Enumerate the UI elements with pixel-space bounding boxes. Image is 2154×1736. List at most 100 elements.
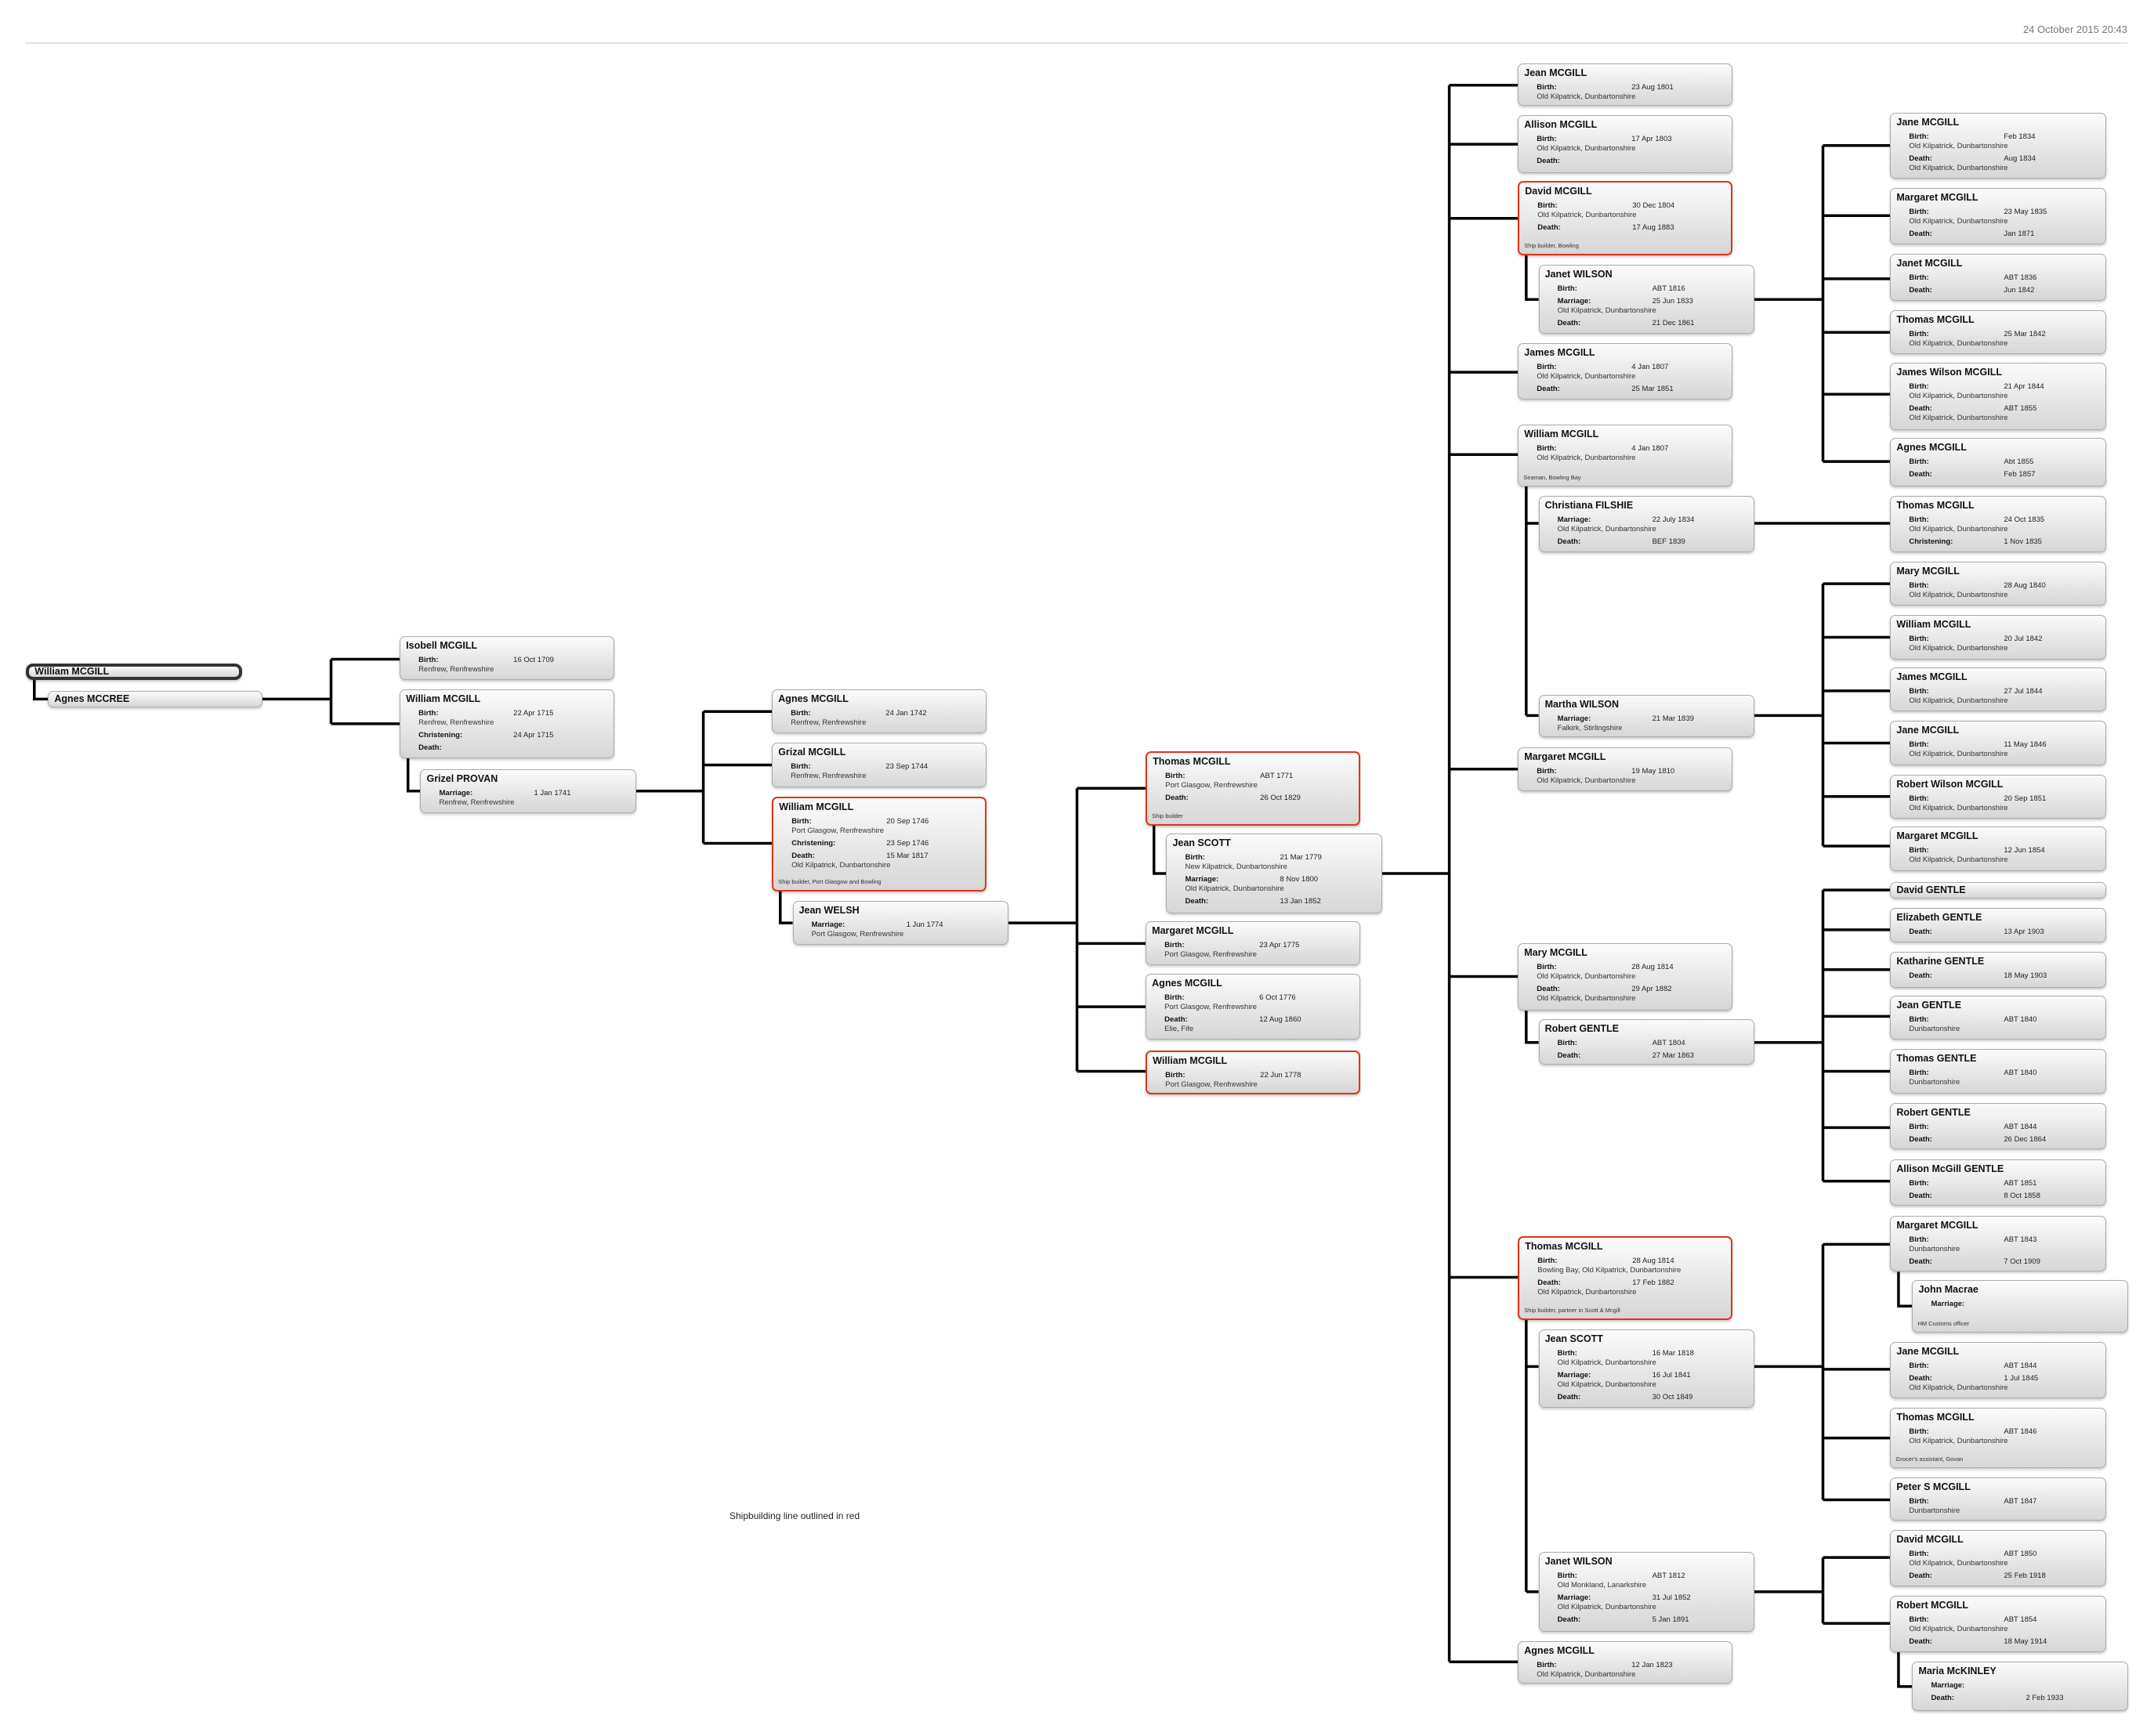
event-label: Death: [1537,223,1561,233]
event-label: Birth: [418,709,439,718]
event-place: Old Kilpatrick, Dunbartonshire [1557,1603,1656,1612]
event-place: Old Kilpatrick, Dunbartonshire [1909,1437,2008,1446]
person-name: Jean SCOTT [1544,1333,1603,1345]
event-place: Old Kilpatrick, Dunbartonshire [1909,1625,2008,1634]
event-date: ABT 1854 [2004,1615,2037,1625]
event-place: Port Glasgow, Renfrewshire [1165,1080,1258,1090]
event-label: Birth: [1909,1015,1929,1025]
event-date: 28 Aug 1814 [1632,1256,1674,1265]
event-row: Death:26 Oct 1829 [1165,794,1353,803]
person-name: Margaret MCGILL [1896,830,1978,842]
event-label: Birth: [1165,771,1186,780]
event-date: 20 Sep 1851 [2004,794,2047,803]
person-name: James MCGILL [1896,671,1968,683]
event-label: Death: [1557,1393,1581,1402]
person-name: John Macrae [1918,1283,1978,1295]
event-date: 12 Jun 1854 [2004,846,2045,855]
event-label: Birth: [1909,330,1929,339]
event-row: Death:21 Dec 1861 [1558,319,1749,328]
event-label: Death: [1557,1051,1581,1060]
connector-line [1525,255,1539,301]
event-row: Death:26 Dec 1864 [1909,1135,2100,1145]
person-box[interactable]: William MCGILL [26,663,242,680]
person-box[interactable]: Agnes MCCREE [48,690,262,707]
event-date: ABT 1851 [2004,1178,2037,1188]
event-place: Old Kilpatrick, Dunbartonshire [1557,306,1656,316]
event-label: Birth: [1557,284,1577,294]
event-date: 23 Apr 1775 [1259,941,1300,950]
event-row: Death:5 Jan 1891 [1558,1615,1749,1625]
event-label: Death: [1909,971,1932,980]
event-label: Birth: [1909,382,1929,391]
event-row: Death:BEF 1839 [1558,537,1749,547]
event-row: Marriage: [1931,1300,2122,1309]
person-name: William MCGILL [779,801,854,812]
person-box[interactable]: David GENTLE [1890,881,2106,899]
person-note: Ship builder, partner in Scott & Mcgill [1524,1306,1620,1314]
person-name: William MCGILL [34,666,110,678]
